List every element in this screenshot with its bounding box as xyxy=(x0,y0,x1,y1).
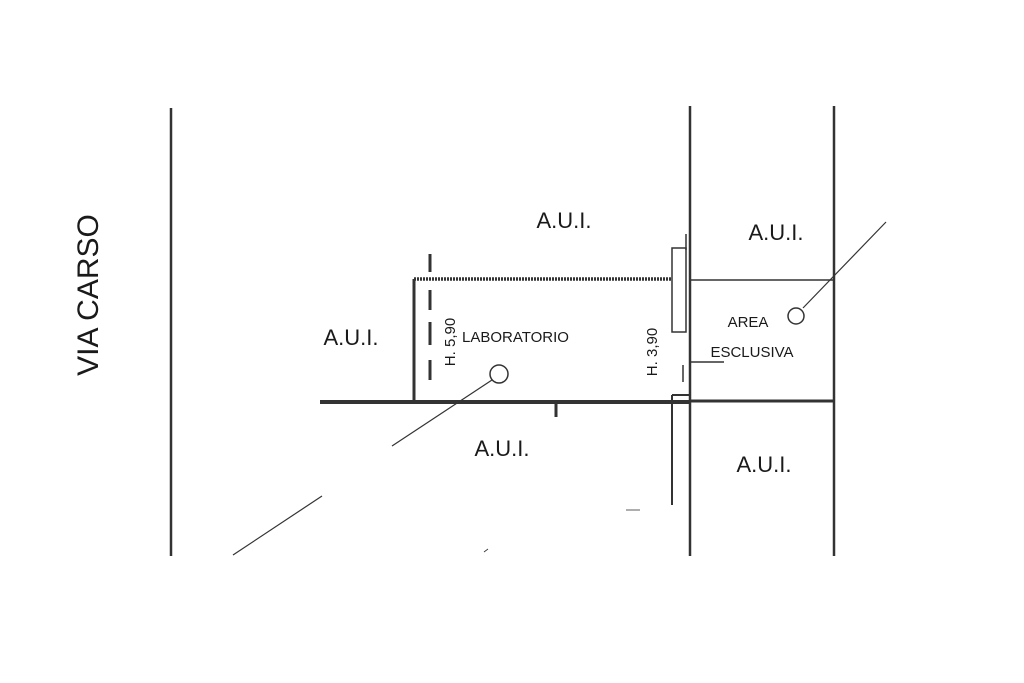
common-area-bottom-label: A.U.I. xyxy=(474,436,529,461)
room-label-laboratorio: LABORATORIO xyxy=(462,329,569,346)
common-area-right-bottom-label: A.U.I. xyxy=(736,452,791,477)
lab-right-pier xyxy=(671,247,687,333)
common-area-top-label: A.U.I. xyxy=(536,208,591,233)
leader-line-lower xyxy=(232,495,323,556)
area-exclusive-label-line1: AREA xyxy=(728,314,769,331)
common-area-right-top-label: A.U.I. xyxy=(748,220,803,245)
leader-line-lab xyxy=(391,379,493,447)
street-label: VIA CARSO xyxy=(72,214,105,376)
scan-speck-2 xyxy=(483,548,489,553)
marker-circle-lab xyxy=(489,364,509,384)
common-area-left-label: A.U.I. xyxy=(323,325,378,350)
room-height-label: H. 5,90 xyxy=(442,318,459,366)
area-height-label: H. 3,90 xyxy=(644,328,661,376)
area-exclusive-label-line2: ESCLUSIVA xyxy=(710,344,793,361)
marker-circle-area xyxy=(787,307,805,325)
leader-line-area xyxy=(802,221,887,309)
